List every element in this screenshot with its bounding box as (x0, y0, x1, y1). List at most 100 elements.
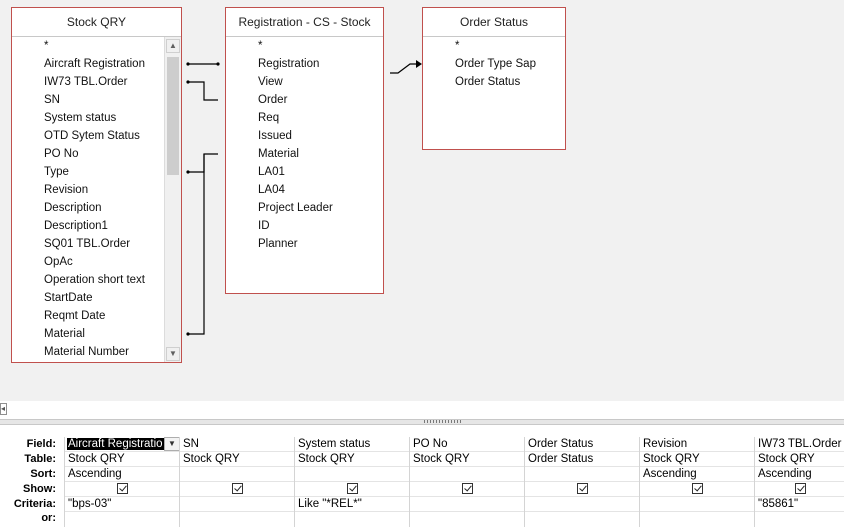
criteria-cell[interactable] (525, 497, 640, 512)
show-cell[interactable] (180, 482, 295, 497)
field-item[interactable]: OTD Sytem Status (44, 130, 140, 142)
table-cell[interactable]: Stock QRY (295, 452, 410, 467)
field-item[interactable]: Project Leader (258, 202, 333, 214)
scroll-down-arrow-icon[interactable]: ▼ (166, 347, 180, 361)
sort-cell[interactable] (295, 467, 410, 482)
field-item[interactable]: * (258, 40, 263, 52)
checkbox-checked-icon[interactable] (577, 483, 588, 494)
grid-column[interactable]: Order Status Order Status (524, 437, 640, 527)
field-item[interactable]: Description1 (44, 220, 108, 232)
show-cell[interactable] (410, 482, 525, 497)
sort-cell[interactable]: Ascending (65, 467, 180, 482)
field-item[interactable]: SN (44, 94, 60, 106)
sort-cell[interactable] (525, 467, 640, 482)
field-cell[interactable]: Order Status (525, 437, 640, 452)
grid-column[interactable]: System status Stock QRY Like "*REL*" (294, 437, 410, 527)
field-cell[interactable]: Revision (640, 437, 755, 452)
show-cell[interactable] (640, 482, 755, 497)
vertical-scrollbar[interactable]: ▲ ▼ (164, 37, 181, 362)
criteria-cell[interactable] (410, 497, 525, 512)
field-item[interactable]: System status (44, 112, 117, 124)
checkbox-checked-icon[interactable] (347, 483, 358, 494)
field-item[interactable]: View (258, 76, 283, 88)
field-item[interactable]: * (44, 40, 49, 52)
field-item[interactable]: LA01 (258, 166, 285, 178)
field-item[interactable]: StartDate (44, 292, 93, 304)
scroll-left-arrow-icon[interactable]: ◂ (0, 403, 7, 415)
grid-column[interactable]: IW73 TBL.Order Stock QRY Ascending "8586… (754, 437, 844, 527)
table-title[interactable]: Stock QRY (12, 8, 181, 37)
checkbox-checked-icon[interactable] (462, 483, 473, 494)
table-cell[interactable]: Stock QRY (180, 452, 295, 467)
grid-column[interactable]: Aircraft Registratio ▼ Stock QRY Ascendi… (64, 437, 180, 527)
field-cell[interactable]: SN (180, 437, 295, 452)
field-item[interactable]: Operation short text (44, 274, 145, 286)
checkbox-checked-icon[interactable] (692, 483, 703, 494)
show-cell[interactable] (295, 482, 410, 497)
field-item[interactable]: Material (258, 148, 299, 160)
field-item[interactable]: Issued (258, 130, 292, 142)
table-cell[interactable]: Order Status (525, 452, 640, 467)
field-item[interactable]: Order Status (455, 76, 521, 88)
grid-column[interactable]: SN Stock QRY (179, 437, 295, 527)
field-item[interactable]: ID (258, 220, 270, 232)
field-cell[interactable]: Aircraft Registratio ▼ (65, 437, 180, 452)
grid-column[interactable]: Revision Stock QRY Ascending (639, 437, 755, 527)
table-order-status[interactable]: Order Status * Order Type Sap Order Stat… (422, 7, 566, 150)
pane-splitter[interactable] (0, 419, 844, 425)
show-cell[interactable] (755, 482, 844, 497)
criteria-cell[interactable]: "85861" (755, 497, 844, 512)
table-cell[interactable]: Stock QRY (65, 452, 180, 467)
field-item[interactable]: Planner (258, 238, 298, 250)
field-list: * Registration View Order Req Issued Mat… (226, 37, 383, 293)
criteria-cell[interactable] (180, 497, 295, 512)
field-item[interactable]: Req (258, 112, 280, 124)
field-item[interactable]: IW73 TBL.Order (44, 76, 128, 88)
checkbox-checked-icon[interactable] (232, 483, 243, 494)
criteria-cell[interactable]: "bps-03" (65, 497, 180, 512)
field-item[interactable]: Description (44, 202, 102, 214)
table-title[interactable]: Order Status (423, 8, 565, 37)
field-cell[interactable]: IW73 TBL.Order (755, 437, 844, 452)
field-item[interactable]: PO No (44, 148, 79, 160)
query-design-grid[interactable]: Field: Table: Sort: Show: Criteria: or: … (0, 432, 844, 527)
field-item[interactable]: LA04 (258, 184, 285, 196)
query-design-canvas[interactable]: Stock QRY * Aircraft Registration IW73 T… (0, 0, 844, 401)
criteria-cell[interactable] (640, 497, 755, 512)
field-item[interactable]: Material (44, 328, 85, 340)
table-registration-cs-stock[interactable]: Registration - CS - Stock * Registration… (225, 7, 384, 294)
splitter-grip-icon[interactable] (424, 420, 462, 423)
sort-cell[interactable]: Ascending (755, 467, 844, 482)
table-cell[interactable]: Stock QRY (410, 452, 525, 467)
field-item[interactable]: Order (258, 94, 288, 106)
row-label-criteria: Criteria: (13, 498, 56, 510)
field-item[interactable]: Reqmt Date (44, 310, 106, 322)
field-item[interactable]: Revision (44, 184, 89, 196)
field-item[interactable]: Aircraft Registration (44, 58, 145, 70)
field-item[interactable]: SQ01 TBL.Order (44, 238, 131, 250)
field-item[interactable]: Type (44, 166, 69, 178)
field-item[interactable]: Material Number (44, 346, 129, 358)
show-cell[interactable] (525, 482, 640, 497)
criteria-cell[interactable]: Like "*REL*" (295, 497, 410, 512)
field-item[interactable]: OpAc (44, 256, 73, 268)
show-cell[interactable] (65, 482, 180, 497)
field-item[interactable]: * (455, 40, 460, 52)
grid-column[interactable]: PO No Stock QRY (409, 437, 525, 527)
chevron-down-icon[interactable]: ▼ (164, 437, 180, 451)
table-cell[interactable]: Stock QRY (755, 452, 844, 467)
checkbox-checked-icon[interactable] (117, 483, 128, 494)
checkbox-checked-icon[interactable] (794, 483, 806, 494)
table-stock-qry[interactable]: Stock QRY * Aircraft Registration IW73 T… (11, 7, 182, 363)
sort-cell[interactable] (180, 467, 295, 482)
scroll-up-arrow-icon[interactable]: ▲ (166, 39, 180, 53)
table-cell[interactable]: Stock QRY (640, 452, 755, 467)
field-cell[interactable]: PO No (410, 437, 525, 452)
field-item[interactable]: Order Type Sap (455, 58, 536, 70)
sort-cell[interactable] (410, 467, 525, 482)
field-item[interactable]: Registration (258, 58, 320, 70)
table-title[interactable]: Registration - CS - Stock (226, 8, 383, 37)
scrollbar-thumb[interactable] (167, 57, 179, 175)
sort-cell[interactable]: Ascending (640, 467, 755, 482)
field-cell[interactable]: System status (295, 437, 410, 452)
